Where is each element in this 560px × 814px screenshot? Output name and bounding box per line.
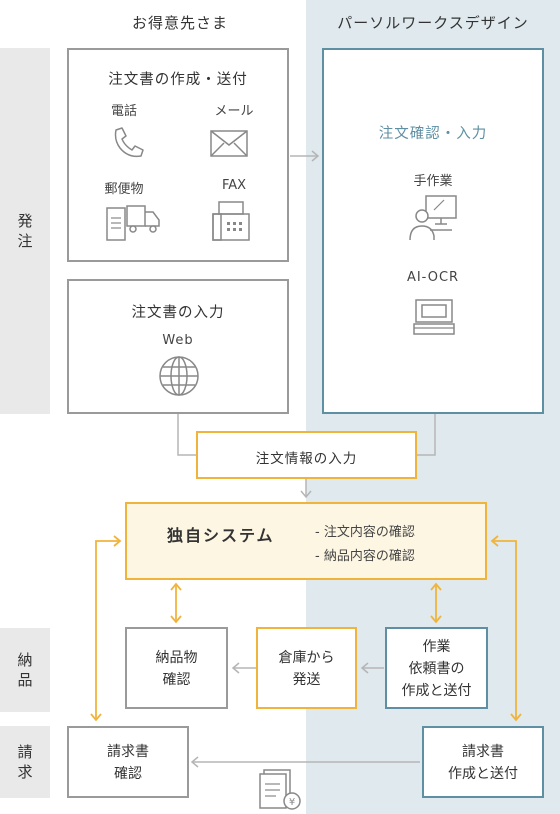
section-billing: 請 求 — [0, 726, 50, 798]
section-delivery-char-1: 納 — [17, 651, 33, 669]
order-confirm-box: 注文確認・入力 手作業 AI-OCR — [322, 48, 544, 414]
section-delivery: 納 品 — [0, 628, 50, 712]
manual-label: 手作業 — [413, 174, 453, 189]
system-check-delivery: - 納品内容の確認 — [315, 549, 415, 564]
svg-text:¥: ¥ — [289, 797, 295, 808]
invoice-check-line-1: 請求書 — [107, 744, 149, 760]
section-delivery-char-2: 品 — [17, 671, 33, 689]
section-billing-char-2: 求 — [17, 763, 33, 781]
work-order-line-2: 依頼書の — [408, 661, 465, 677]
mail-label: メール — [214, 104, 254, 119]
mail-icon — [210, 130, 248, 157]
work-order-line-1: 作業 — [422, 639, 451, 655]
system-check-order: - 注文内容の確認 — [315, 525, 415, 540]
section-order-char-2: 注 — [17, 232, 33, 250]
section-billing-char-1: 請 — [17, 743, 33, 761]
fax-label: FAX — [221, 178, 247, 193]
warehouse-ship-line-1: 倉庫から — [278, 650, 335, 666]
computer-worker-icon — [409, 195, 457, 241]
invoice-send-box: 請求書 作成と送付 — [422, 726, 544, 798]
post-label: 郵便物 — [104, 182, 144, 197]
order-creation-title: 注文書の作成・送付 — [108, 72, 248, 88]
web-input-box: 注文書の入力 Web — [67, 279, 289, 414]
delivery-check-line-1: 納品物 — [155, 650, 198, 666]
fax-icon — [212, 201, 250, 241]
delivery-check-box: 納品物 確認 — [125, 627, 228, 709]
order-info-label: 注文情報の入力 — [255, 451, 358, 467]
post-truck-icon — [106, 205, 160, 241]
invoice-check-line-2: 確認 — [114, 766, 142, 782]
invoice-send-line-2: 作成と送付 — [448, 766, 518, 782]
order-info-box: 注文情報の入力 — [196, 431, 417, 479]
work-order-line-3: 作成と送付 — [401, 683, 472, 699]
web-label: Web — [162, 333, 194, 348]
unique-system-box: 独自システム - 注文内容の確認 - 納品内容の確認 — [125, 502, 487, 580]
ai-ocr-label: AI-OCR — [406, 270, 460, 285]
section-order: 発 注 — [0, 48, 50, 414]
phone-icon — [114, 127, 144, 158]
warehouse-ship-box: 倉庫から 発送 — [256, 627, 357, 709]
scanner-icon — [413, 299, 455, 335]
section-order-char-1: 発 — [17, 212, 33, 230]
web-input-title: 注文書の入力 — [131, 305, 225, 321]
invoice-send-line-1: 請求書 — [462, 744, 504, 760]
work-order-box: 作業 依頼書の 作成と送付 — [385, 627, 488, 709]
warehouse-ship-line-2: 発送 — [292, 672, 321, 688]
client-column-header: お得意先さま — [131, 14, 228, 32]
order-confirm-title: 注文確認・入力 — [378, 126, 488, 142]
unique-system-title: 独自システム — [167, 526, 275, 545]
company-column-header: パーソルワークスデザイン — [337, 14, 529, 32]
order-creation-box: 注文書の作成・送付 電話 メール 郵便物 FAX — [67, 48, 289, 262]
invoice-check-box: 請求書 確認 — [67, 726, 189, 798]
globe-icon — [159, 356, 199, 396]
invoice-yen-icon: ¥ — [259, 769, 301, 810]
phone-label: 電話 — [110, 104, 137, 119]
delivery-check-line-2: 確認 — [162, 672, 191, 688]
